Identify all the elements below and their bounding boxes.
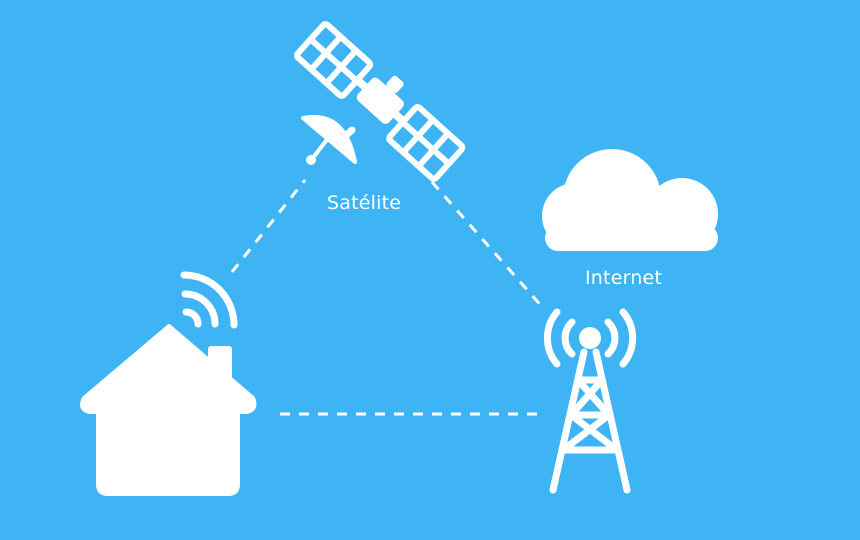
link-satellite-tower bbox=[430, 181, 547, 311]
internet-label: Internet bbox=[585, 267, 663, 289]
satellite-label: Satélite bbox=[327, 192, 402, 214]
house-icon bbox=[80, 324, 257, 496]
cell-tower-icon bbox=[549, 327, 631, 494]
wifi-signal-icon bbox=[180, 271, 238, 329]
connection-lines bbox=[230, 179, 547, 416]
solar-panel-right bbox=[386, 104, 466, 182]
satellite-body bbox=[356, 77, 404, 124]
link-house-satellite bbox=[230, 179, 307, 273]
cloud-icon bbox=[542, 149, 718, 251]
broadcast-waves-icon bbox=[543, 308, 637, 368]
satellite-icon bbox=[294, 21, 466, 182]
house-body bbox=[80, 324, 257, 496]
